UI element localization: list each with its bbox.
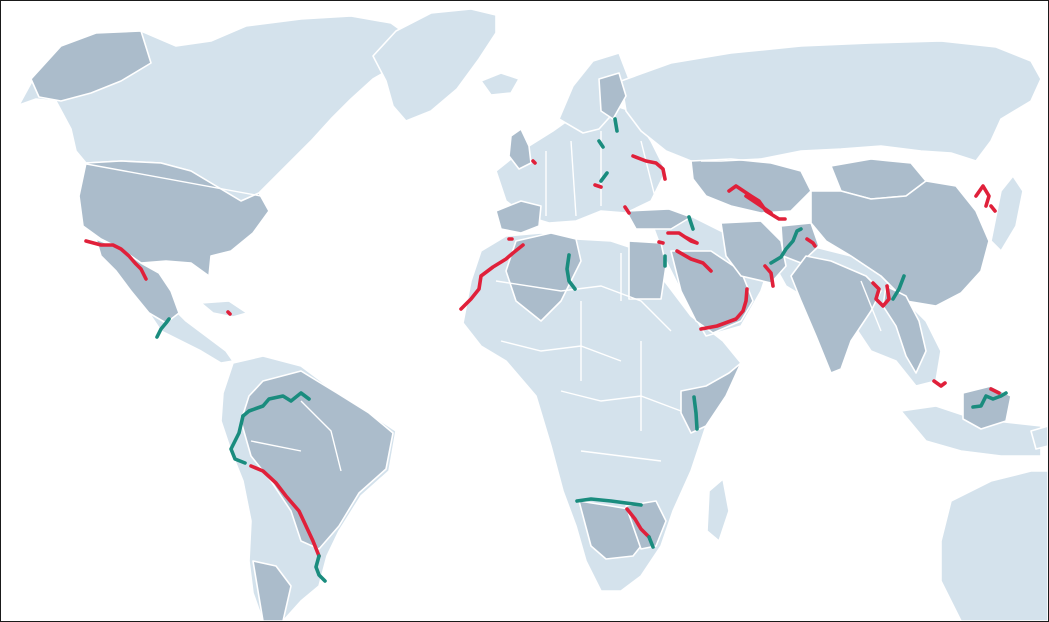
barrier-red-kashmir <box>805 237 817 248</box>
country-mexico <box>95 238 180 324</box>
barrier-teal-colombia <box>229 414 247 465</box>
barrier-red-india-bangladesh <box>871 281 891 308</box>
barrier-teal-borneo <box>971 391 1008 409</box>
barrier-red-uzbek <box>727 184 787 221</box>
country-myanmar-thailand <box>882 285 927 374</box>
barrier-red-brazil <box>249 464 321 558</box>
barrier-red-cyprus <box>657 240 665 245</box>
barrier-teal-guatemala <box>155 317 171 339</box>
barrier-teal-mozambique <box>647 535 655 549</box>
country-united-kingdom <box>508 128 532 170</box>
land-iceland <box>480 72 520 96</box>
barrier-red-uzbek-2 <box>744 194 773 215</box>
barrier-red-saudi-yemen <box>699 287 749 331</box>
barrier-teal-venezuela <box>241 391 311 418</box>
barrier-red-iraq <box>675 249 713 273</box>
barrier-red-cuba <box>226 310 232 316</box>
barrier-teal-bulgaria <box>599 171 609 183</box>
country-china <box>810 180 990 307</box>
land-oceania-islands <box>1030 425 1048 450</box>
barrier-teal-namibia <box>575 497 643 507</box>
country-egypt <box>628 240 667 300</box>
barrier-teal-kenya <box>692 395 699 431</box>
barrier-red-syria <box>666 231 699 245</box>
barrier-red-ukraine <box>631 154 667 181</box>
country-united-states <box>78 160 270 277</box>
barrier-red-japan <box>989 204 997 213</box>
barrier-lines <box>84 117 1008 583</box>
country-spain <box>495 200 542 234</box>
country-borders <box>80 131 882 472</box>
barrier-red-us-mexico <box>84 239 148 281</box>
barrier-teal-poland <box>597 139 605 149</box>
land-russia <box>620 40 1042 164</box>
barrier-red-morocco <box>459 243 525 311</box>
barrier-red-pakistan <box>763 264 775 288</box>
barrier-red-thailand <box>932 379 947 388</box>
country-kazakhstan <box>690 158 812 214</box>
barrier-teal-algeria <box>565 253 577 291</box>
country-india <box>790 255 882 374</box>
barrier-red-zimbabwe <box>625 507 651 539</box>
country-turkey <box>625 208 692 230</box>
country-iran <box>720 220 787 284</box>
land-greenland <box>372 8 497 122</box>
land-japan <box>990 175 1024 252</box>
country-alaska <box>30 30 152 102</box>
barrier-teal-turkey <box>687 215 695 231</box>
land-africa <box>462 232 742 592</box>
country-saudi-arabia <box>670 250 754 334</box>
land-caribbean <box>200 300 248 318</box>
land-australia <box>940 470 1048 621</box>
country-finland <box>598 72 627 120</box>
country-brazil <box>240 370 394 550</box>
barrier-red-hungary <box>593 183 603 189</box>
country-patagonia <box>252 560 292 621</box>
barrier-red-korea <box>974 184 991 208</box>
barrier-red-uk <box>531 159 537 165</box>
country-algeria <box>505 232 582 322</box>
land-madagascar <box>706 478 730 542</box>
barrier-teal-paraguay <box>314 554 327 583</box>
barrier-teal-baltic <box>613 117 619 133</box>
barrier-red-borneo <box>989 387 1001 395</box>
barrier-teal-afghan <box>769 227 803 265</box>
country-zimbabwe <box>625 500 667 550</box>
barrier-red-greece <box>623 205 631 215</box>
barrier-teal-india-myanmar <box>891 274 906 301</box>
